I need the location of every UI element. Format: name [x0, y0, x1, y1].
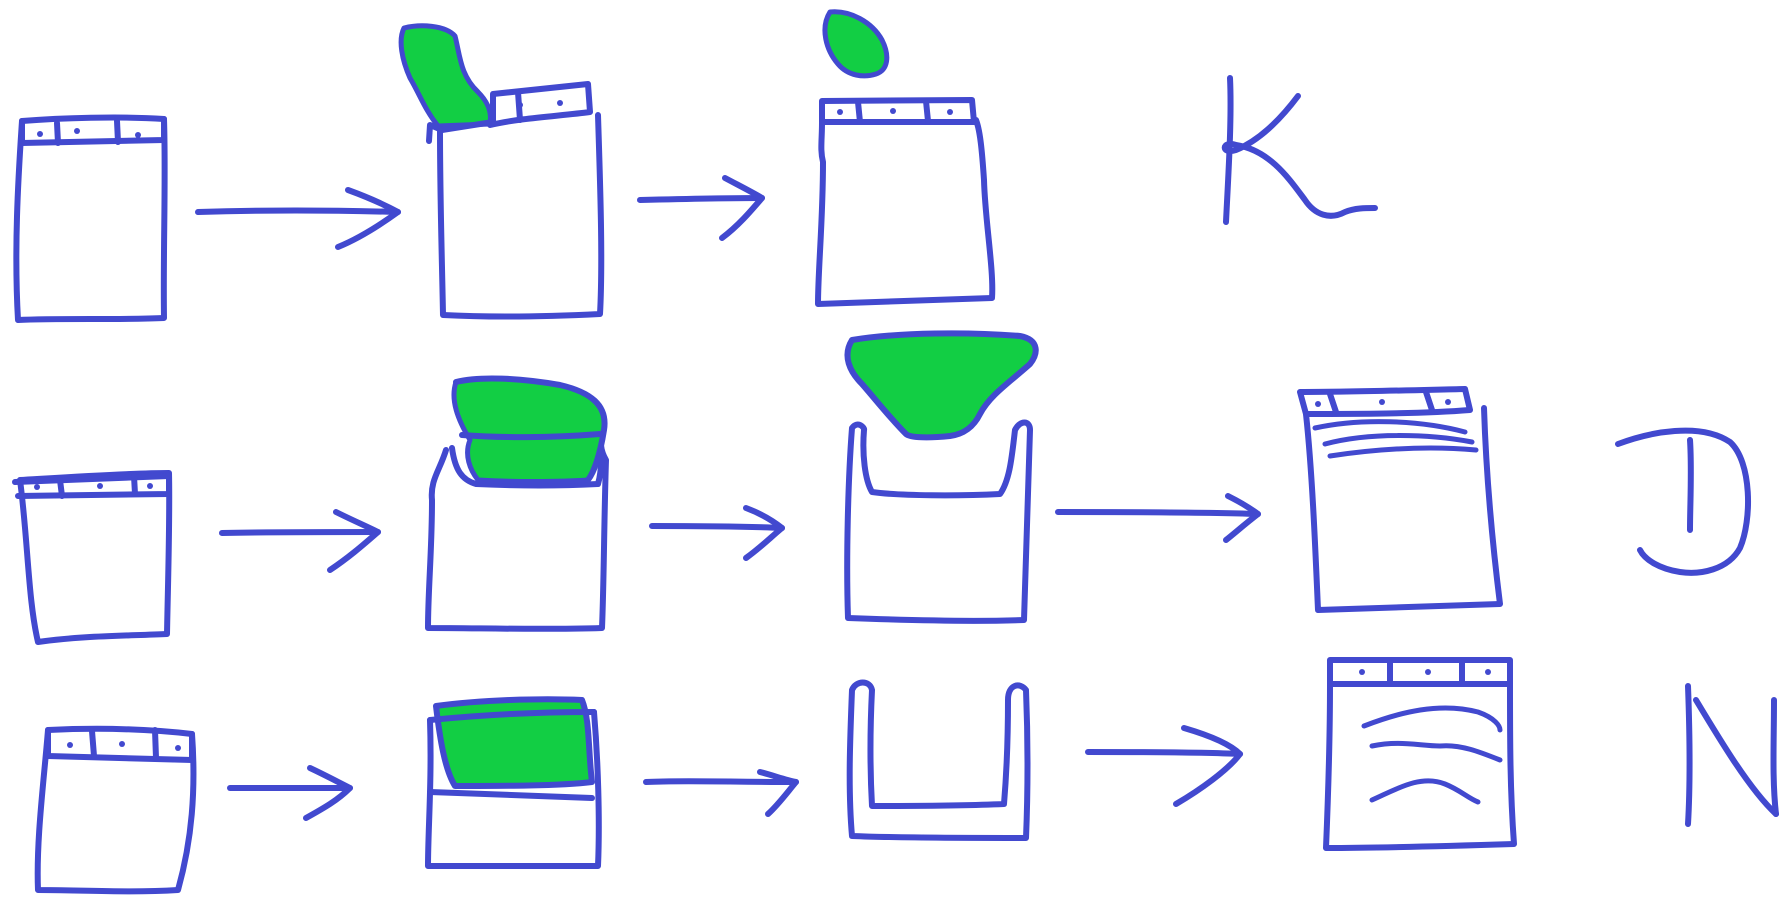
- arrow-row2-1: [219, 509, 381, 573]
- row-1: K: [13, 9, 1378, 323]
- row-2-bag-lifting-content: [425, 375, 609, 632]
- row-1-label: K: [1221, 75, 1378, 225]
- row-3-bag-wrinkled: [1323, 656, 1517, 851]
- row-2-bag-emptied: [844, 330, 1039, 624]
- row-3-bag-closed: [34, 725, 197, 895]
- row-1-bag-opening: [398, 23, 605, 320]
- arrow-row3-1: [227, 765, 353, 821]
- row-3-bag-empty-open: [846, 679, 1031, 841]
- arrow-row1-1: [195, 187, 401, 250]
- arrow-row2-3: [1055, 493, 1261, 543]
- row-3-label: N: [1685, 683, 1779, 827]
- row-3-bag-with-content: [425, 696, 602, 870]
- row-2: D: [12, 330, 1751, 645]
- arrow-row3-3: [1085, 725, 1243, 807]
- row-1-label-text: K: [1230, 219, 1231, 221]
- arrow-row2-2: [649, 505, 785, 561]
- row-1-bag-top-removed: [815, 9, 996, 307]
- arrow-row3-2: [643, 769, 799, 817]
- arrow-row1-2: [637, 175, 765, 241]
- row-2-bag-crumpled: [1297, 386, 1503, 613]
- row-2-label: D: [1615, 427, 1751, 576]
- row-2-bag-closed: [12, 470, 173, 645]
- row-1-bag-closed: [13, 114, 168, 323]
- row-3: N: [34, 656, 1779, 895]
